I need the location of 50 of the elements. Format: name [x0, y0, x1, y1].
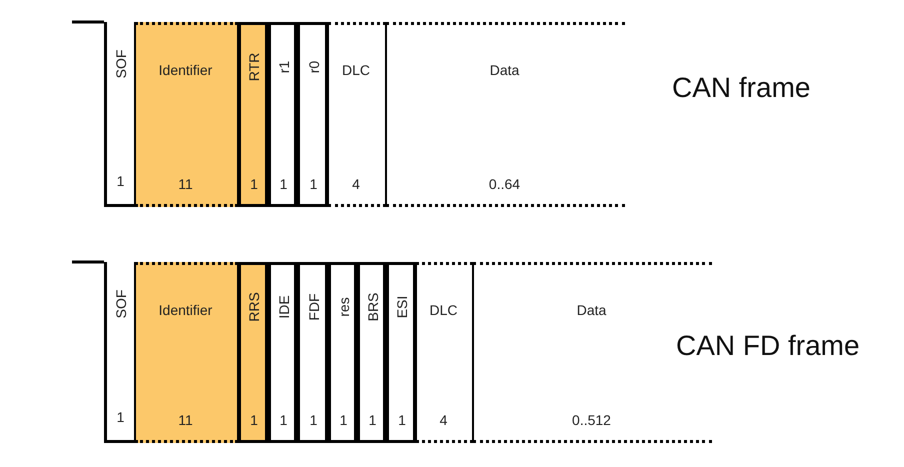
bit-count: 1 — [340, 412, 348, 428]
bit-field — [328, 22, 386, 207]
bit-field — [416, 262, 473, 443]
bit-count: 1 — [280, 412, 288, 428]
field-name: SOF — [112, 290, 128, 318]
bit-count: 0..64 — [488, 176, 520, 192]
bit-count: 1 — [116, 173, 124, 189]
bit-field — [386, 262, 416, 443]
bit-field — [238, 22, 268, 207]
field-name: DLC — [430, 302, 458, 318]
bit-field — [268, 22, 297, 207]
field-name: RTR — [246, 52, 262, 82]
field-name: Data — [490, 62, 520, 78]
bit-field — [386, 22, 625, 207]
field-name: Identifier — [158, 302, 212, 318]
bit-count: 1 — [116, 409, 124, 425]
bit-count: 1 — [368, 412, 376, 428]
bit-field — [297, 22, 328, 207]
bit-field — [238, 262, 268, 443]
field-name: BRS — [364, 292, 380, 322]
bit-count: 11 — [178, 412, 193, 428]
bit-count: 1 — [310, 412, 318, 428]
field-name: res — [336, 297, 352, 317]
bit-count: 1 — [250, 176, 258, 192]
frame-title: CAN FD frame — [676, 330, 860, 362]
bit-field — [357, 262, 386, 443]
field-name: r1 — [276, 60, 292, 74]
frame-title: CAN frame — [672, 72, 810, 104]
bit-field — [135, 262, 238, 443]
field-name: Data — [576, 302, 606, 318]
field-name: DLC — [342, 62, 370, 78]
bit-count: 4 — [440, 412, 448, 428]
bit-count: 11 — [178, 176, 193, 192]
bit-count: 1 — [310, 176, 318, 192]
field-name: RRS — [246, 292, 262, 322]
bit-count: 4 — [352, 176, 360, 192]
bit-count: 1 — [280, 176, 288, 192]
field-name: SOF — [112, 50, 128, 78]
bit-field — [268, 262, 297, 443]
bit-count: 1 — [250, 412, 258, 428]
bit-field — [328, 262, 357, 443]
bit-count: 0..512 — [572, 412, 611, 428]
bit-field — [297, 262, 328, 443]
bit-count: 1 — [398, 412, 406, 428]
field-name: r0 — [306, 60, 322, 74]
field-name: FDF — [306, 293, 322, 321]
field-name: IDE — [276, 295, 292, 319]
field-name: Identifier — [158, 62, 212, 78]
bit-field — [135, 22, 238, 207]
field-name: ESI — [394, 296, 410, 318]
